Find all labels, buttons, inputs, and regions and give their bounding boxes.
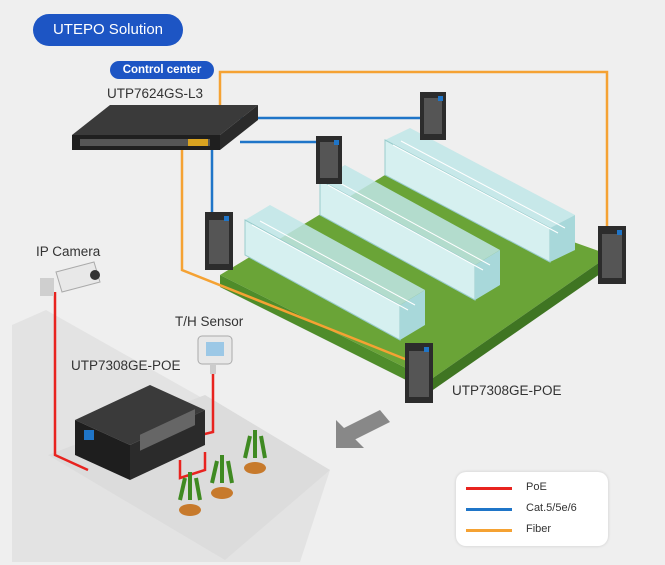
greenhouse-left [244,205,425,341]
fiber-switch-bottom-label: UTP7308GE-POE [452,383,562,398]
fiber-switch-bottom [405,343,433,403]
ip-camera [40,261,101,296]
direction-arrow [336,410,390,448]
core-switch [72,105,258,150]
fiber-switch-left [205,212,233,270]
poe-switch [75,385,205,480]
legend-item-cat: Cat.5/5e/6 [466,500,596,518]
legend-label-fiber: Fiber [526,523,552,535]
greenhouse-middle [319,165,500,301]
fiber-switch-mid [316,136,342,184]
legend-swatch-fiber [466,529,512,532]
th-sensor-label: T/H Sensor [175,314,244,329]
legend-swatch-poe [466,487,512,490]
legend: PoE Cat.5/5e/6 Fiber [456,472,608,546]
fiber-switch-right [598,226,626,284]
core-switch-label: UTP7624GS-L3 [107,86,204,101]
legend-swatch-cat [466,508,512,511]
ip-camera-label: IP Camera [36,244,101,259]
fiber-switch-top [420,92,446,140]
legend-label-poe: PoE [526,481,547,493]
legend-item-fiber: Fiber [466,521,596,539]
grass-field-edge-right [430,255,610,392]
greenhouse-right [384,128,575,263]
cat-links [210,116,425,215]
fiber-links [180,70,609,367]
legend-item-poe: PoE [466,479,596,497]
grass-field-edge [220,275,430,392]
poe-switch-label: UTP7308GE-POE [71,358,181,373]
page-title: UTEPO Solution [33,14,183,46]
th-sensor [197,335,233,374]
plants [178,430,267,516]
legend-label-cat: Cat.5/5e/6 [526,502,577,514]
control-center-badge: Control center [110,61,214,79]
